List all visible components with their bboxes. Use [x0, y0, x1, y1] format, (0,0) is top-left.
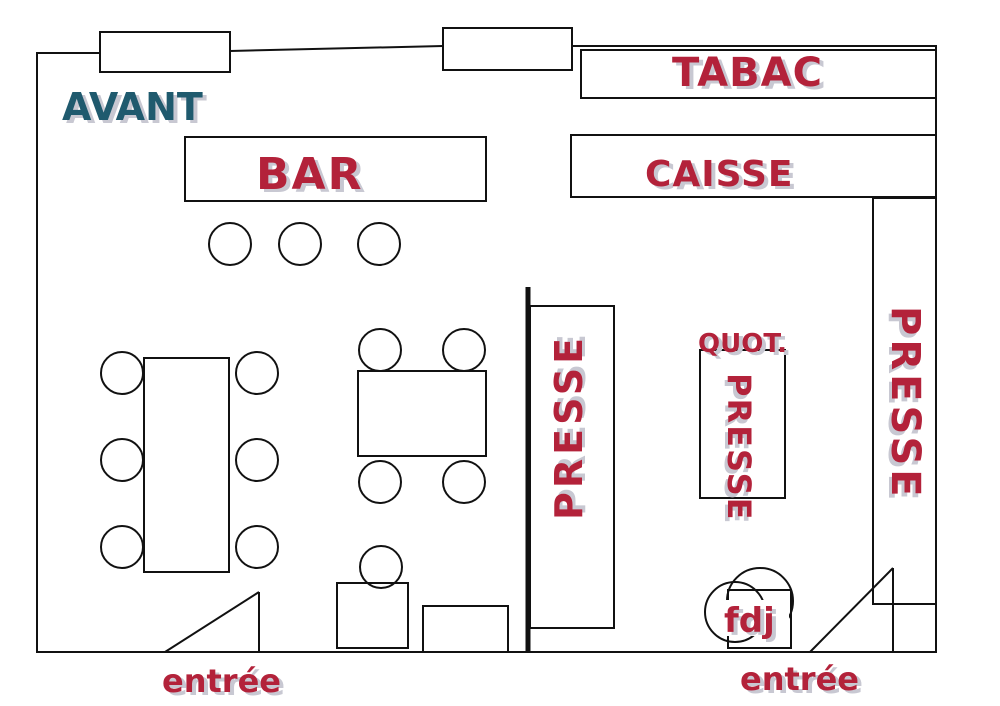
label-shadow: CAISSE [649, 157, 798, 198]
tabac-counter [580, 49, 937, 99]
chair [358, 460, 402, 504]
label-shadow: entrée [166, 665, 285, 703]
chair [235, 438, 279, 482]
chair [442, 460, 486, 504]
bar-counter [184, 136, 487, 202]
wall-top-middle [229, 45, 444, 52]
chair [442, 328, 486, 372]
fdj-label-backing [725, 600, 789, 636]
corner-block [892, 603, 937, 653]
chair [100, 351, 144, 395]
bar-stool [278, 222, 322, 266]
label-shadow: fdj [728, 604, 779, 644]
door-right-swing [809, 567, 894, 653]
label-shadow: QUOT. [702, 332, 791, 362]
label-presse-center: PRESSE [547, 334, 591, 520]
label-shadow: BAR [260, 152, 367, 203]
quot-presse-stand [699, 349, 786, 499]
chair [235, 525, 279, 569]
label-shadow: entrée [744, 663, 863, 701]
small-table [336, 582, 409, 649]
chair [100, 525, 144, 569]
bar-stool [208, 222, 252, 266]
label-caisse: CAISSE [645, 154, 794, 195]
label-tabac: TABAC [672, 50, 823, 96]
chair [235, 351, 279, 395]
label-quot: QUOT. [698, 329, 787, 359]
chair [100, 438, 144, 482]
door-left-swing [164, 591, 260, 653]
long-table [143, 357, 230, 573]
label-shadow: PRESSE [550, 330, 594, 516]
window-left [99, 31, 231, 73]
label-shadow: PRESSE [879, 310, 925, 505]
bar-stool [357, 222, 401, 266]
label-shadow: TABAC [676, 53, 827, 99]
label-shadow: AVANT [66, 88, 207, 132]
label-entree-right: entrée [740, 660, 859, 698]
low-cabinet [422, 605, 509, 653]
label-avant: AVANT [62, 85, 203, 129]
label-fdj: fdj [724, 601, 775, 641]
chair [359, 545, 403, 589]
floor-plan-lines [36, 27, 937, 653]
window-middle [442, 27, 573, 71]
caisse-counter [570, 134, 937, 198]
label-shadow: PRESSE [717, 377, 755, 525]
chair [358, 328, 402, 372]
label-presse-middle: PRESSE [720, 373, 758, 521]
label-presse-right: PRESSE [882, 306, 928, 501]
square-table [357, 370, 487, 457]
label-bar: BAR [256, 149, 363, 200]
label-entree-left: entrée [162, 662, 281, 700]
